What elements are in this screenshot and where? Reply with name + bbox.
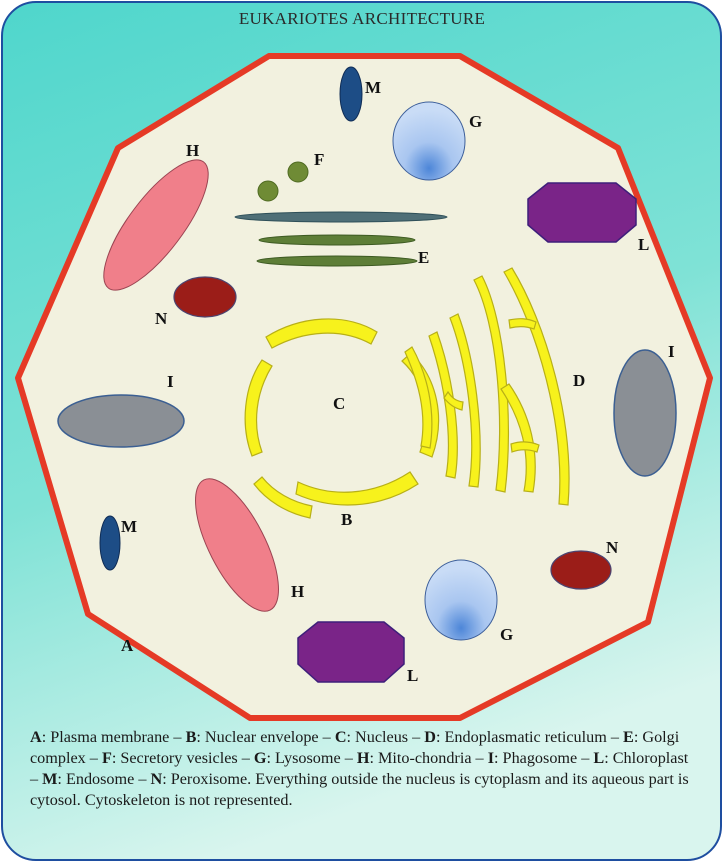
label-C: C	[333, 395, 345, 412]
label-E: E	[418, 249, 429, 266]
plasma-membrane	[18, 56, 710, 718]
label-D: D	[573, 372, 585, 389]
label-F: F	[314, 151, 324, 168]
legend-text: : Plasma membrane –	[42, 728, 186, 746]
legend-key: N	[151, 770, 163, 788]
legend-text: : Lysosome –	[266, 749, 356, 767]
legend-key: C	[335, 728, 347, 746]
legend-text: : Endoplasmatic reticulum –	[436, 728, 623, 746]
legend-key: H	[357, 749, 370, 767]
label-I-right: I	[668, 343, 675, 360]
chloroplast-bottom	[298, 622, 404, 682]
legend-key: M	[42, 770, 57, 788]
legend-caption: A: Plasma membrane – B: Nuclear envelope…	[30, 727, 700, 811]
chloroplast-top	[528, 183, 636, 242]
peroxisome-top	[174, 277, 236, 317]
phagosome-left	[58, 395, 184, 447]
legend-key: L	[593, 749, 604, 767]
legend-key: A	[30, 728, 42, 746]
lysosome-bottom	[425, 560, 497, 640]
legend-key: D	[424, 728, 436, 746]
lysosome-top	[393, 102, 465, 180]
legend-key: B	[186, 728, 197, 746]
endosome-top	[340, 67, 362, 121]
legend-text: : Endosome –	[57, 770, 150, 788]
label-G-bottom: G	[500, 626, 513, 643]
legend-text: : Nucleus –	[347, 728, 425, 746]
phagosome-right	[614, 350, 676, 476]
label-B: B	[341, 511, 352, 528]
legend-text: : Mito-chondria –	[369, 749, 487, 767]
legend-text: : Peroxisome.	[162, 770, 255, 788]
label-L-top: L	[638, 236, 649, 253]
label-N-top: N	[155, 310, 167, 327]
label-M-top: M	[365, 79, 381, 96]
legend-text: : Nuclear envelope –	[196, 728, 334, 746]
legend-key: G	[254, 749, 267, 767]
legend-text: : Secretory vesicles –	[112, 749, 254, 767]
label-M-bottom: M	[121, 518, 137, 535]
label-I-left: I	[167, 373, 174, 390]
label-H-bottom: H	[291, 583, 304, 600]
legend-key: F	[102, 749, 112, 767]
peroxisome-bottom	[551, 551, 611, 589]
diagram-title: EUKARIOTES ARCHITECTURE	[0, 9, 724, 29]
label-N-bottom: N	[606, 539, 618, 556]
legend-text: : Phagosome –	[494, 749, 593, 767]
label-A: A	[121, 637, 133, 654]
label-H-top: H	[186, 142, 199, 159]
label-G-top: G	[469, 113, 482, 130]
endosome-bottom	[100, 516, 120, 570]
label-L-bottom: L	[407, 667, 418, 684]
legend-key: E	[623, 728, 634, 746]
